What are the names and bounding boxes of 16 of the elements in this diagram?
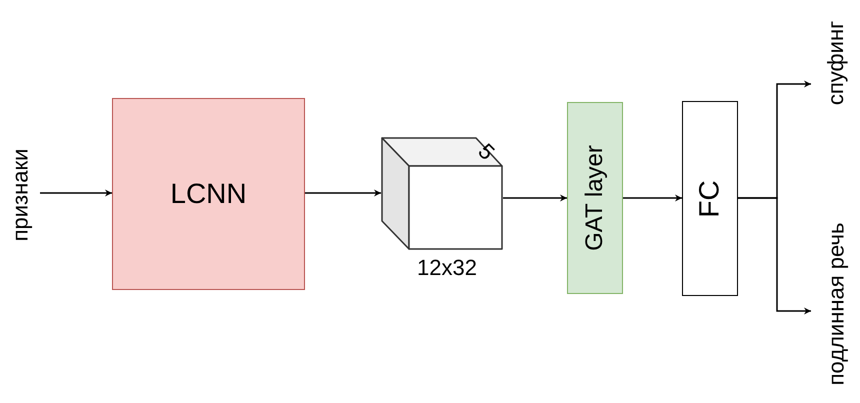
layer-box xyxy=(682,101,738,296)
side-label: подлинная речь xyxy=(823,222,849,386)
side-label: спуфинг xyxy=(823,20,849,105)
layer-label: GAT layer xyxy=(581,145,609,251)
layer-label: FC xyxy=(694,180,726,218)
arrow xyxy=(305,190,381,196)
size-label: 12x32 xyxy=(417,255,477,281)
arrow xyxy=(40,190,112,196)
arrow xyxy=(503,194,567,202)
arrow xyxy=(738,197,811,314)
arrow xyxy=(623,194,682,202)
depth-label: 5 xyxy=(472,138,500,166)
layer-box xyxy=(567,102,623,294)
process-box xyxy=(112,98,305,290)
layer-label: LCNN xyxy=(170,178,247,210)
side-label: признаки xyxy=(7,148,33,242)
